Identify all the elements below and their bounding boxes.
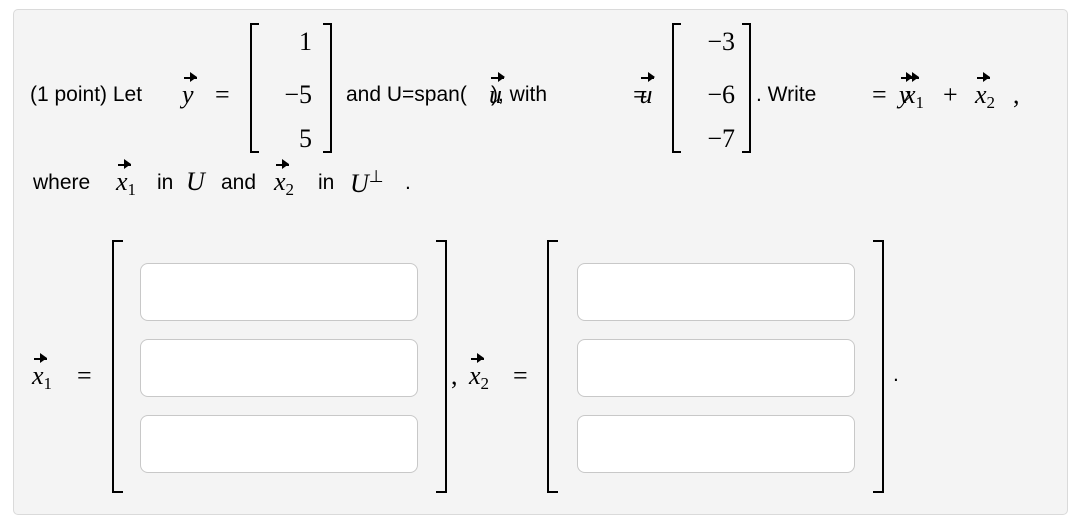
vector-x1-term: x1 (904, 72, 925, 112)
x2-right-bracket (873, 240, 884, 493)
end-period: . (893, 363, 899, 386)
equals-sign: = (872, 80, 887, 109)
x1-right-bracket (436, 240, 447, 493)
answer-x1-label: x1 (32, 353, 53, 393)
y-vector-entry: −5 (284, 80, 312, 109)
u-vector-entry: −3 (707, 27, 735, 56)
equals-sign: = (513, 361, 528, 390)
where-text: where (33, 171, 91, 194)
x2-component-1-input[interactable] (577, 263, 855, 321)
x1-component-1-input[interactable] (140, 263, 418, 321)
u-vector-right-bracket (742, 23, 751, 153)
period: . (405, 171, 411, 194)
subspace-u-label: U (186, 167, 205, 196)
equals-sign: = (77, 361, 92, 390)
x2-left-bracket (547, 240, 558, 493)
x2-component-2-input[interactable] (577, 339, 855, 397)
y-vector-left-bracket (250, 23, 259, 153)
vector-y-label: y (182, 72, 197, 109)
x1-component-3-input[interactable] (140, 415, 418, 473)
x1-left-bracket (112, 240, 123, 493)
equals-sign: = (633, 80, 648, 109)
vector-u-label: u (639, 72, 656, 109)
answer-x2-label: x2 (469, 353, 490, 393)
x2-component-3-input[interactable] (577, 415, 855, 473)
and-text: and (221, 171, 257, 194)
u-vector-entry: −6 (707, 80, 735, 109)
vector-x1-term: x1 (116, 159, 137, 199)
comma-separator: , (451, 361, 458, 390)
vector-x2-term: x2 (274, 159, 295, 199)
y-vector-entry: 1 (299, 27, 312, 56)
comma: , (1013, 80, 1020, 109)
plus-sign: + (943, 80, 958, 109)
and-span-text: and U=span( (346, 83, 467, 106)
equals-sign: = (215, 80, 230, 109)
x1-component-2-input[interactable] (140, 339, 418, 397)
y-vector-entry: 5 (299, 124, 312, 153)
with-text: ), with (491, 83, 548, 106)
problem-intro-text: (1 point) Let (30, 83, 143, 106)
span-u-letter: u (489, 72, 505, 109)
u-vector-entry: −7 (707, 124, 735, 153)
in-text: in (318, 171, 335, 194)
u-vector-left-bracket (672, 23, 681, 153)
y-vector-right-bracket (323, 23, 332, 153)
in-text: in (157, 171, 174, 194)
orthogonal-complement-label: U⊥ (350, 167, 384, 198)
vector-x2-term: x2 (975, 72, 996, 112)
write-text: . Write (756, 83, 817, 106)
